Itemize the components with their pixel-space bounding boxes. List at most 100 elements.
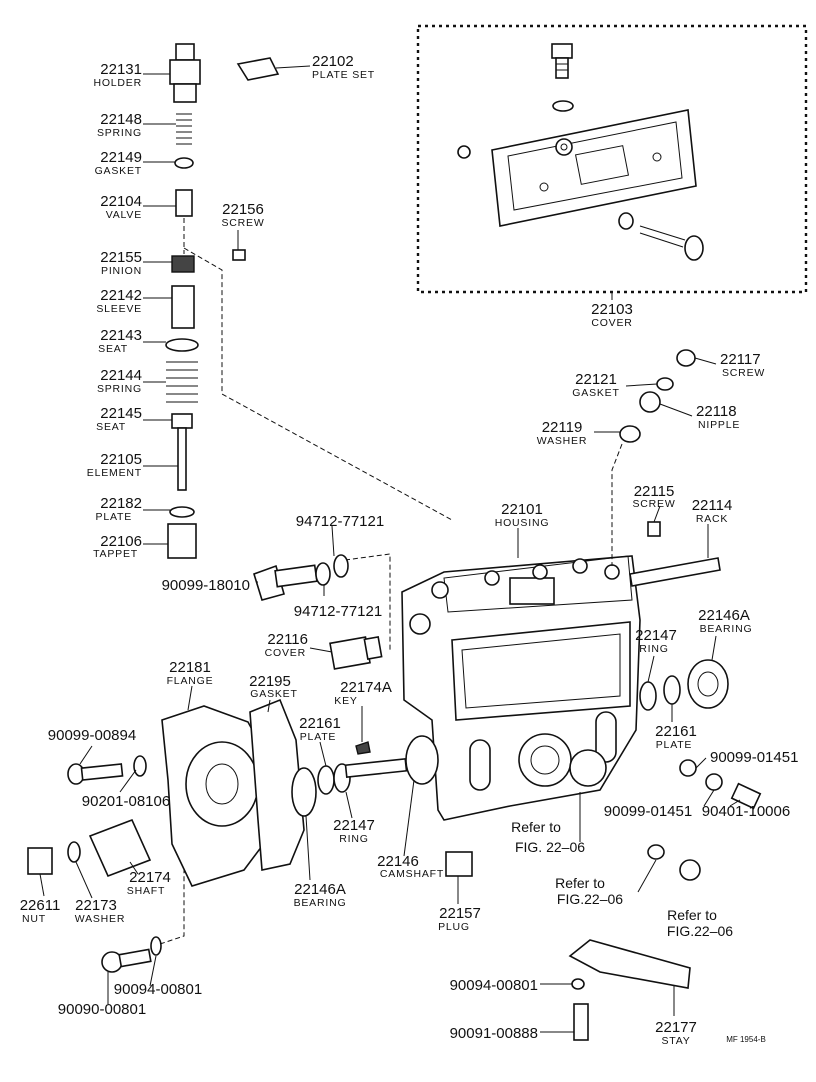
labels: 22131 HOLDER 22102 PLATE SET 22148 SPRIN… xyxy=(20,53,799,1047)
label-22148-name: SPRING xyxy=(97,127,142,139)
label-22174-number: 22174 xyxy=(129,869,171,886)
label-22115-name: SCREW xyxy=(632,498,675,510)
label-22144-name: SPRING xyxy=(97,383,142,395)
label-22101-name: HOUSING xyxy=(495,517,550,529)
flange-group-drawing xyxy=(27,698,439,973)
label-22102-name: PLATE SET xyxy=(312,69,375,81)
label-22147-right-name: RING xyxy=(639,643,668,655)
cover-22116-drawing xyxy=(329,636,383,670)
label-22611-number: 22611 xyxy=(20,897,61,914)
label-22118-number: 22118 xyxy=(696,403,737,420)
label-22181-name: FLANGE xyxy=(167,675,214,687)
label-22174A-name: KEY xyxy=(334,695,357,707)
label-22148-number: 22148 xyxy=(100,111,142,128)
label-22195-name: GASKET xyxy=(250,688,297,700)
label-90099-18010: 90099-18010 xyxy=(162,577,250,594)
reference-3-line-1: Refer to xyxy=(667,907,717,923)
label-22144-number: 22144 xyxy=(100,367,142,384)
reference-1-line-2: FIG. 22–06 xyxy=(515,839,585,855)
label-22121-name: GASKET xyxy=(572,387,619,399)
label-22121-number: 22121 xyxy=(575,371,617,388)
label-22161-left-name: PLATE xyxy=(300,731,336,743)
label-22104-name: VALVE xyxy=(106,209,142,221)
plug-drawing xyxy=(445,851,473,877)
label-22103-number: 22103 xyxy=(591,301,633,318)
rack-drawing xyxy=(629,557,721,587)
label-22118-name: NIPPLE xyxy=(698,419,740,431)
alignment-line-bolt xyxy=(344,553,391,650)
label-22105-name: ELEMENT xyxy=(87,467,142,479)
label-22101-number: 22101 xyxy=(501,501,543,518)
cover-plate-drawing xyxy=(457,43,704,261)
label-22146A-right-name: BEARING xyxy=(700,623,753,635)
reference-2-line-2: FIG.22–06 xyxy=(557,891,623,907)
label-22174-name: SHAFT xyxy=(127,885,165,897)
label-90099-01451-top: 90099-01451 xyxy=(710,749,798,766)
label-22146A-left-name: BEARING xyxy=(294,897,347,909)
label-90091-00888: 90091-00888 xyxy=(450,1025,538,1042)
label-22146-number: 22146 xyxy=(377,853,419,870)
label-90201-08106: 90201-08106 xyxy=(82,793,170,810)
label-22173-name: WASHER xyxy=(75,913,126,925)
label-22149-number: 22149 xyxy=(100,149,142,166)
label-90090-00801: 90090-00801 xyxy=(58,1001,146,1018)
bolt-group-drawing xyxy=(253,554,349,601)
label-22146A-left-number: 22146A xyxy=(294,881,346,898)
label-22181-number: 22181 xyxy=(169,659,211,676)
alignment-line-pinion xyxy=(183,247,453,521)
label-90099-01451-bottom: 90099-01451 xyxy=(604,803,692,820)
label-22115-number: 22115 xyxy=(634,483,675,500)
label-22182-name: PLATE xyxy=(96,511,132,523)
label-22142-name: SLEEVE xyxy=(96,303,142,315)
label-22116-number: 22116 xyxy=(267,631,308,648)
label-22161-left-number: 22161 xyxy=(299,715,341,732)
label-22119-name: WASHER xyxy=(537,435,588,447)
label-22116-name: COVER xyxy=(265,647,306,659)
label-22161-right-name: PLATE xyxy=(656,739,692,751)
label-22102-number: 22102 xyxy=(312,53,354,70)
label-22177-name: STAY xyxy=(661,1035,690,1047)
label-22157-number: 22157 xyxy=(439,905,481,922)
housing-drawing xyxy=(401,555,641,821)
label-90401-10006: 90401-10006 xyxy=(702,803,790,820)
label-22182-number: 22182 xyxy=(100,495,142,512)
label-22106-number: 22106 xyxy=(100,533,142,550)
label-90094-00801-left: 90094-00801 xyxy=(114,981,202,998)
label-22173-number: 22173 xyxy=(75,897,117,914)
leader-lines xyxy=(39,65,741,1033)
label-22131-number: 22131 xyxy=(100,61,142,78)
label-22174A-number: 22174A xyxy=(340,679,392,696)
label-22106-name: TAPPET xyxy=(93,548,138,560)
label-22147-right-number: 22147 xyxy=(635,627,677,644)
label-22145-number: 22145 xyxy=(100,405,142,422)
label-22114-number: 22114 xyxy=(692,497,733,514)
stay-drawing xyxy=(568,844,701,1041)
label-22145-name: SEAT xyxy=(96,421,126,433)
label-22105-number: 22105 xyxy=(100,451,142,468)
label-22117-number: 22117 xyxy=(720,351,761,368)
label-22177-number: 22177 xyxy=(655,1019,697,1036)
label-22155-name: PINION xyxy=(101,265,142,277)
label-22143-name: SEAT xyxy=(98,343,128,355)
label-22155-number: 22155 xyxy=(100,249,142,266)
label-22142-number: 22142 xyxy=(100,287,142,304)
label-94712-77121-top: 94712-77121 xyxy=(296,513,384,530)
label-22131-name: HOLDER xyxy=(93,77,142,89)
label-90094-00801-right: 90094-00801 xyxy=(450,977,538,994)
label-22146-name: CAMSHAFT xyxy=(380,868,444,880)
label-22114-name: RACK xyxy=(696,513,728,525)
label-22156-name: SCREW xyxy=(221,217,264,229)
label-22117-name: SCREW xyxy=(722,367,765,379)
label-22147-left-name: RING xyxy=(339,833,368,845)
label-22146A-right-number: 22146A xyxy=(698,607,750,624)
label-22119-number: 22119 xyxy=(542,419,583,436)
screw-22115-drawing xyxy=(647,521,661,537)
label-22147-left-number: 22147 xyxy=(333,817,375,834)
reference-1-line-1: Refer to xyxy=(511,819,561,835)
label-22103-name: COVER xyxy=(591,317,632,329)
label-22143-number: 22143 xyxy=(100,327,142,344)
label-90099-00894: 90099-00894 xyxy=(48,727,136,744)
label-22157-name: PLUG xyxy=(438,921,470,933)
drawing-code: MF 1954-B xyxy=(726,1035,766,1044)
